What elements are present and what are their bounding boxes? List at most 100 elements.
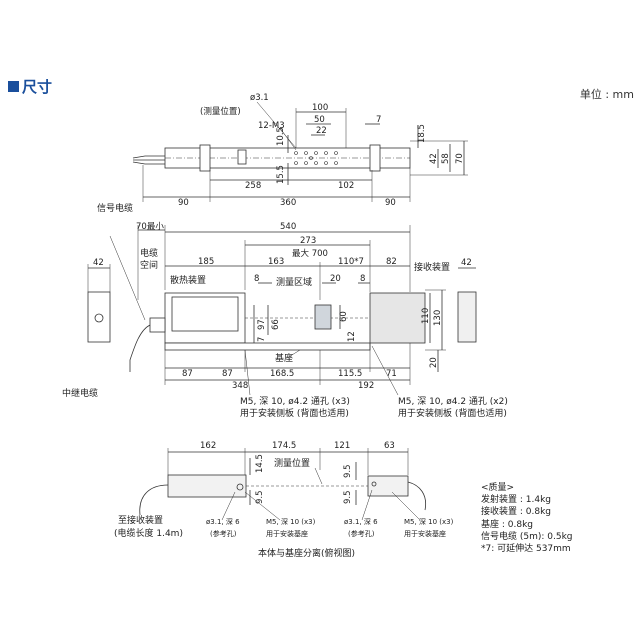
front-small-7: 7: [257, 337, 267, 342]
front-dim-130: 130: [433, 310, 443, 326]
front-dim-192: 192: [358, 381, 374, 391]
front-small-97: 97: [257, 319, 267, 330]
signal-cable-leader: [109, 235, 146, 321]
bottom-dim-63: 63: [384, 441, 395, 451]
ref-hole-right: ø3.1, 深 6: [344, 517, 378, 526]
emitter-body: [164, 292, 246, 344]
front-dim-max700: 最大 700: [292, 248, 328, 259]
signal-cable-label: 信号电缆: [97, 202, 133, 214]
m5-base-right: M5, 深 10 (x3): [404, 517, 454, 526]
front-dim-185: 185: [198, 257, 214, 267]
section-title: 尺寸: [8, 76, 52, 97]
ref-hole-left: ø3.1, 深 6: [206, 517, 240, 526]
top-hole-dia: ø3.1: [250, 93, 269, 103]
emitter-side-connector: [94, 313, 104, 323]
measure-area-box: [314, 304, 332, 330]
mass-base: 基座 : 0.8kg: [481, 519, 533, 530]
front-view: [87, 225, 477, 396]
top-probe-tip: [132, 155, 165, 165]
bottom-ref-hole-right: [371, 481, 377, 487]
top-dim-10-5: 10.5: [276, 127, 286, 146]
top-thread: 12-M3: [258, 121, 285, 131]
top-dim-7: 7: [376, 115, 381, 125]
bottom-dim-174-5: 174.5: [272, 441, 296, 451]
relay-cable-line: [129, 324, 151, 372]
square-bullet-icon: [8, 81, 19, 92]
front-dim-163: 163: [268, 257, 284, 267]
bottom-dim-9-5-b: 9.5: [343, 464, 353, 478]
top-dim-90-right: 90: [385, 198, 396, 208]
base-plate: [164, 342, 371, 351]
m5-base-left-2: 用于安装基座: [266, 529, 308, 538]
cable-space-label-1: 电缆: [140, 247, 158, 259]
front-dim-540: 540: [280, 222, 296, 232]
front-dim-110: 110: [421, 308, 431, 324]
bottom-cable: [139, 484, 169, 516]
unit-label: 单位 : mm: [579, 88, 634, 101]
front-dim-115-5: 115.5: [338, 369, 362, 379]
m5-right-note: M5, 深 10, ø4.2 通孔 (x2): [398, 396, 508, 407]
front-small-66: 66: [271, 319, 281, 330]
receiver-label: 接收装置: [414, 261, 450, 273]
top-dim-102: 102: [338, 181, 354, 191]
front-small-20: 20: [330, 274, 341, 284]
min70-label: 70最小: [136, 221, 164, 232]
top-dim-50: 50: [314, 115, 325, 125]
top-dim-100: 100: [312, 103, 328, 113]
bottom-caption: 本体与基座分离(俯视图): [258, 547, 355, 559]
bottom-dim-162: 162: [200, 441, 216, 451]
bottom-dim-14-5: 14.5: [255, 454, 265, 473]
leader-hole: [256, 101, 297, 149]
base-label: 基座: [275, 352, 293, 364]
front-dim-87-a: 87: [182, 369, 193, 379]
front-dim-110-7: 110*7: [338, 257, 364, 267]
cable-space-label-2: 空间: [140, 259, 158, 271]
mass-footnote: *7: 可延伸达 537mm: [481, 544, 571, 555]
measure-area-label: 测量区域: [276, 276, 312, 288]
front-small-12: 12: [347, 331, 357, 342]
mass-notes: <质量> 发射装置 : 1.4kg 接收装置 : 0.8kg 基座 : 0.8k…: [481, 482, 573, 555]
front-dim-20: 20: [429, 357, 439, 368]
receiver-side-view: [457, 291, 477, 343]
bottom-dim-121: 121: [334, 441, 350, 451]
section-title-text: 尺寸: [22, 78, 53, 96]
top-dim-258: 258: [245, 181, 261, 191]
mass-receiver: 接收装置 : 0.8kg: [481, 507, 551, 518]
m5-left-note-2: 用于安装侧板 (背面也适用): [240, 407, 349, 419]
front-dim-273: 273: [300, 236, 316, 246]
bottom-dim-9-5-c: 9.5: [343, 490, 353, 504]
mass-emitter: 发射装置 : 1.4kg: [481, 495, 551, 506]
top-plate-left: [199, 144, 211, 172]
top-dim-18-5: 18.5: [417, 124, 427, 143]
top-dim-360: 360: [280, 198, 296, 208]
bottom-dim-9-5-a: 9.5: [255, 490, 265, 504]
top-plate-right: [369, 144, 381, 172]
top-view: [132, 101, 468, 202]
heatsink-box: [171, 296, 239, 332]
front-dim-348: 348: [232, 381, 248, 391]
side-dim-42-right: 42: [461, 258, 472, 268]
front-small-60: 60: [339, 311, 349, 322]
m5-left-note: M5, 深 10, ø4.2 通孔 (x3): [240, 396, 350, 407]
top-clamp: [237, 149, 247, 165]
top-dim-22: 22: [316, 126, 327, 136]
front-dim-168-5: 168.5: [270, 369, 294, 379]
cable-length-label: (电缆长度 1.4m): [114, 527, 183, 539]
top-measure-pos: (测量位置): [200, 106, 241, 117]
top-dim-58: 58: [441, 153, 451, 164]
receiver-body: [369, 292, 426, 344]
front-dim-87-b: 87: [222, 369, 233, 379]
relay-cable-label: 中继电缆: [62, 387, 98, 399]
m5-right-note-2: 用于安装侧板 (背面也适用): [398, 407, 507, 419]
m5-base-left: M5, 深 10 (x3): [266, 517, 316, 526]
mass-title: <质量>: [481, 483, 515, 493]
cable-connector: [149, 317, 166, 333]
side-dim-42-left: 42: [93, 258, 104, 268]
top-hole-pattern: [294, 151, 338, 165]
ref-hole-right-2: (参考孔): [348, 529, 375, 538]
top-dim-42: 42: [429, 153, 439, 164]
top-dim-70: 70: [455, 153, 465, 164]
top-dim-90-left: 90: [178, 198, 189, 208]
emitter-side-view: [87, 291, 111, 343]
